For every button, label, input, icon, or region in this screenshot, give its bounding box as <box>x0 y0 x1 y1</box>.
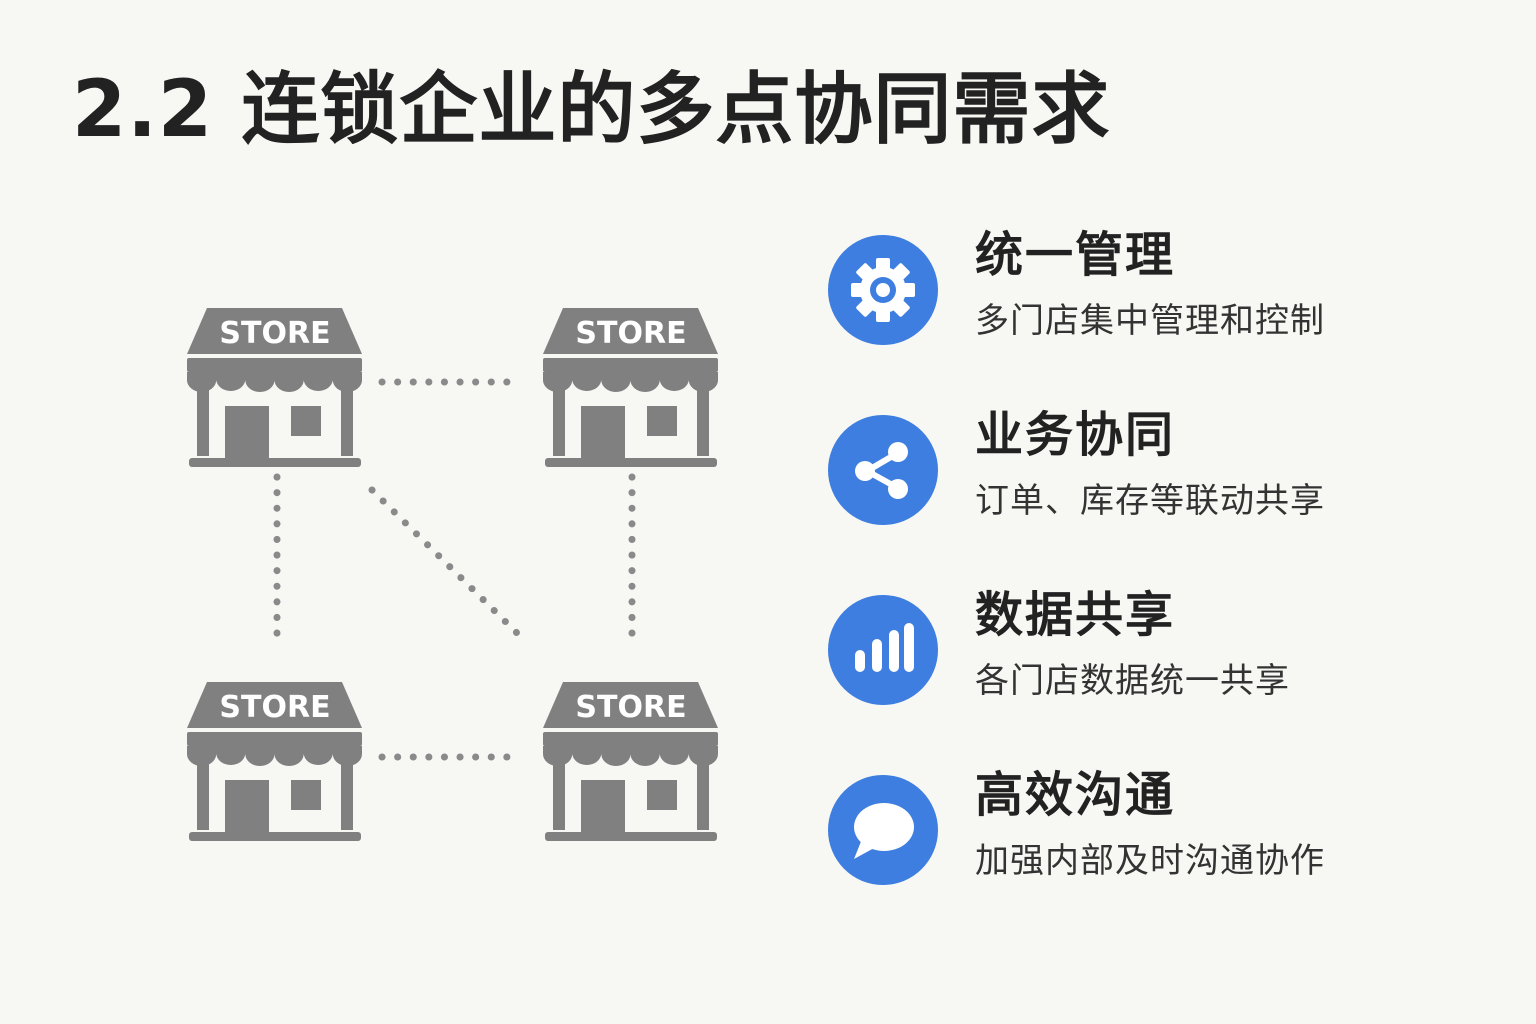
feature-title: 数据共享 <box>975 587 1176 643</box>
store-label: STORE <box>219 316 330 351</box>
feature-description: 各门店数据统一共享 <box>975 661 1290 701</box>
store-icon-top-right: STORE <box>543 308 718 467</box>
feature-title: 业务协同 <box>975 407 1176 463</box>
feature-title: 高效沟通 <box>975 767 1176 823</box>
store-label: STORE <box>575 316 686 351</box>
feature-description: 加强内部及时沟通协作 <box>975 841 1325 881</box>
store-icon-top-left: STORE <box>187 308 362 467</box>
feature-efficient-communication: 高效沟通 加强内部及时沟通协作 <box>828 767 1488 887</box>
store-label: STORE <box>219 690 330 725</box>
feature-data-sharing: 数据共享 各门店数据统一共享 <box>828 587 1488 707</box>
feature-unified-management: 统一管理 多门店集中管理和控制 <box>828 227 1488 347</box>
chat-bubble-icon <box>828 775 938 885</box>
feature-description: 订单、库存等联动共享 <box>975 481 1325 521</box>
store-icon-bottom-right: STORE <box>543 682 718 841</box>
store-label: STORE <box>575 690 686 725</box>
store-icon-bottom-left: STORE <box>187 682 362 841</box>
store-network-diagram: STORE STORE STORE STORE <box>170 270 740 850</box>
connection-diagonal <box>368 486 522 638</box>
connection-lines <box>273 378 636 761</box>
feature-title: 统一管理 <box>975 227 1176 283</box>
feature-business-collaboration: 业务协同 订单、库存等联动共享 <box>828 407 1488 527</box>
bar-chart-icon <box>828 595 938 705</box>
share-icon <box>828 415 938 525</box>
page-title: 2.2 连锁企业的多点协同需求 <box>72 65 1111 155</box>
feature-description: 多门店集中管理和控制 <box>975 301 1325 341</box>
gear-icon <box>828 235 938 345</box>
